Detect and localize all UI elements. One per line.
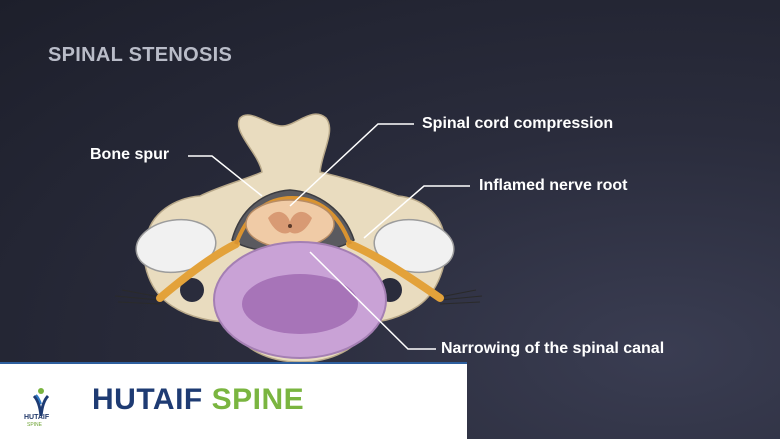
central-canal	[288, 224, 292, 228]
label-narrowing-spinal-canal: Narrowing of the spinal canal	[441, 340, 665, 357]
slide-title: SPINAL STENOSIS	[48, 44, 233, 66]
nerve-fibers	[114, 289, 483, 305]
label-spinal-cord-compression: Spinal cord compression	[422, 115, 614, 132]
brand-name-primary: HUTAIF	[92, 383, 203, 416]
leader-canal-narrowing	[309, 251, 436, 350]
logo-subtext: SPINE	[27, 422, 43, 428]
label-inflamed-nerve-root: Inflamed nerve root	[479, 177, 628, 194]
leader-lines	[188, 123, 470, 350]
brand-name: HUTAIF SPINE	[92, 383, 304, 417]
leader-cord-compression	[289, 123, 414, 207]
nerve-root-right	[346, 240, 444, 302]
logo-wordmark: HUTAIF	[24, 414, 50, 421]
nerve-root-left	[156, 240, 240, 302]
leader-bone-spur	[188, 155, 263, 197]
brand-footer	[0, 364, 467, 439]
right-foramen	[373, 218, 455, 274]
disc-nucleus	[242, 274, 358, 334]
left-foramen	[135, 218, 217, 274]
hutaif-logo-icon	[32, 388, 50, 417]
left-small-hole	[180, 278, 204, 302]
footer-accent-line	[0, 362, 467, 365]
cord-gray-matter	[268, 211, 312, 234]
brand-name-secondary: SPINE	[211, 383, 305, 416]
label-bone-spur: Bone spur	[90, 146, 170, 163]
leader-nerve-root	[363, 185, 470, 239]
